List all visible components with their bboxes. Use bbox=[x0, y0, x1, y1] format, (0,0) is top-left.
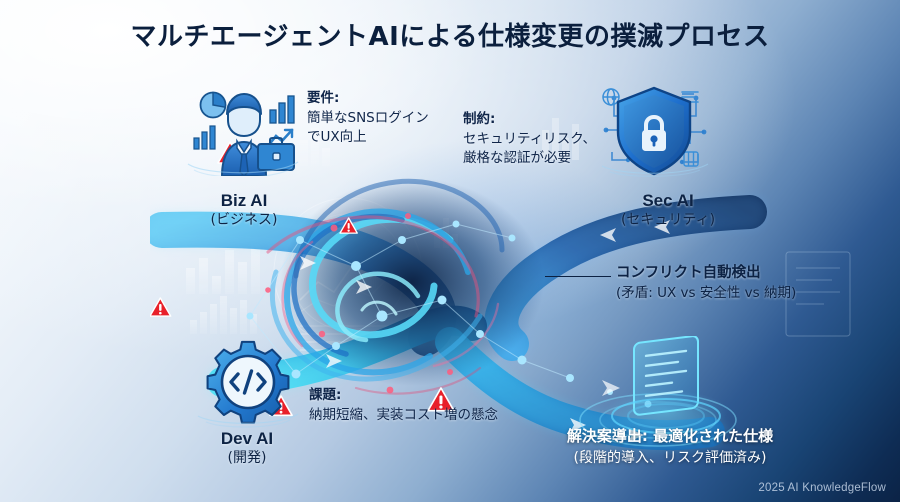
business-person-chart-icon bbox=[186, 84, 302, 178]
callout-dev-head: 課題: bbox=[309, 387, 342, 403]
callout-conflict-detection: コンフリクト自動検出 (矛盾: UX vs 安全性 vs 納期) bbox=[616, 263, 796, 304]
document-spec-icon bbox=[596, 335, 736, 440]
conflict-leader-line bbox=[545, 276, 611, 277]
callout-biz-head: 要件: bbox=[307, 90, 340, 106]
agent-label-biz: Biz AI (ビジネス) bbox=[176, 190, 312, 229]
footer-watermark: 2025 AI KnowledgeFlow bbox=[758, 482, 886, 494]
gear-code-icon bbox=[196, 332, 300, 432]
conflict-line: (矛盾: UX vs 安全性 vs 納期) bbox=[616, 285, 797, 302]
callout-biz-requirement: 要件: 簡単なSNSログイン でUX向上 bbox=[307, 89, 429, 148]
agent-label-dev: Dev AI (開発) bbox=[182, 428, 312, 467]
callout-biz-line-2: でUX向上 bbox=[307, 129, 367, 146]
callout-sec-line-2: 厳格な認証が必要 bbox=[463, 150, 571, 167]
callout-biz-line-1: 簡単なSNSログイン bbox=[307, 109, 429, 126]
callout-sec-line-1: セキュリティリスク、 bbox=[463, 130, 596, 147]
page-title: マルチエージェントAIによる仕様変更の撲滅プロセス bbox=[130, 22, 770, 52]
callout-sec-constraint: 制約: セキュリティリスク、 厳格な認証が必要 bbox=[463, 110, 596, 169]
callout-sec-head: 制約: bbox=[463, 111, 496, 127]
callout-dev-line-1: 納期短縮、実装コスト増の懸念 bbox=[309, 406, 498, 423]
agent-name-sec: Sec AI bbox=[642, 191, 694, 210]
agent-subtitle-dev: (開発) bbox=[227, 450, 267, 467]
solution-callout: 解決案導出: 最適化された仕様 (段階的導入、リスク評価済み) bbox=[470, 425, 870, 469]
agent-subtitle-sec: (セキュリティ) bbox=[620, 212, 716, 229]
agent-name-biz: Biz AI bbox=[220, 191, 268, 210]
agent-label-sec: Sec AI (セキュリティ) bbox=[588, 190, 748, 229]
shield-lock-icon bbox=[596, 82, 712, 178]
solution-head: 解決案導出: 最適化された仕様 bbox=[566, 427, 774, 445]
conflict-head: コンフリクト自動検出 bbox=[616, 265, 761, 281]
agent-subtitle-biz: (ビジネス) bbox=[210, 212, 278, 229]
callout-dev-issue: 課題: 納期短縮、実装コスト増の懸念 bbox=[309, 386, 498, 425]
solution-line: (段階的導入、リスク評価済み) bbox=[573, 449, 767, 466]
agent-name-dev: Dev AI bbox=[220, 429, 274, 448]
